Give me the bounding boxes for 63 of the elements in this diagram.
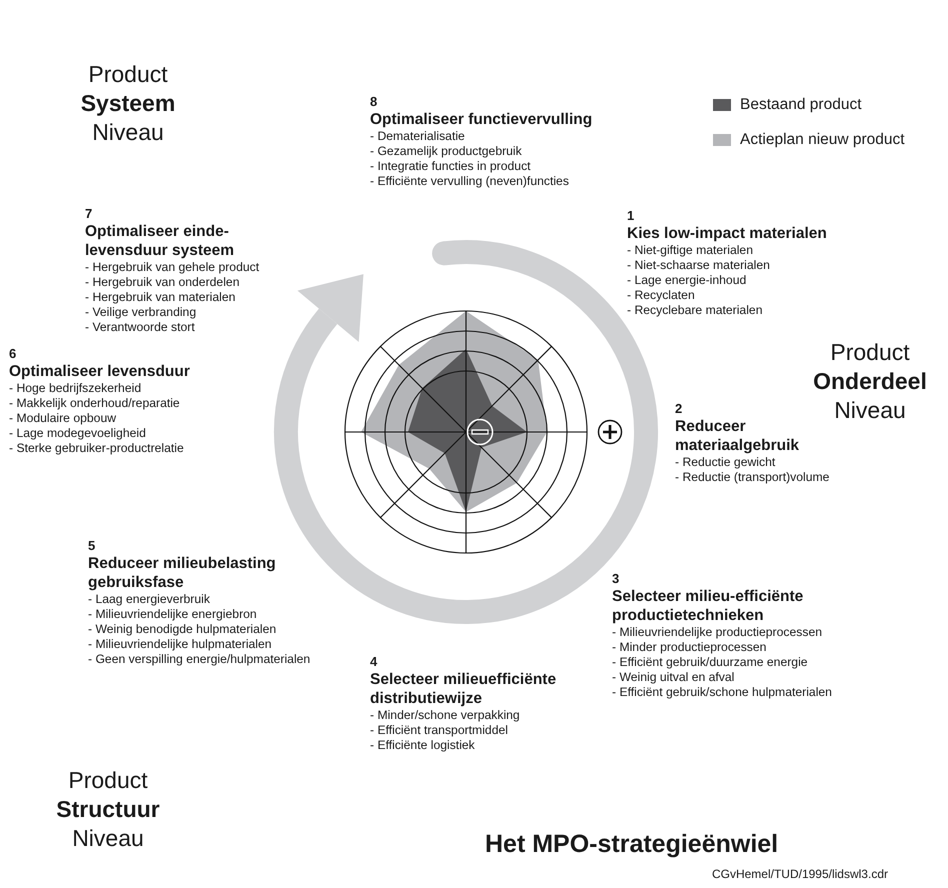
bullet-item: - Niet-schaarse materialen bbox=[627, 258, 770, 273]
bullet-item: - Recyclebare materialen bbox=[627, 303, 762, 318]
bullet-item: - Verantwoorde stort bbox=[85, 320, 195, 335]
bullet-item: - Reductie (transport)volume bbox=[675, 470, 830, 485]
bullet-item: - Milieuvriendelijke hulpmaterialen bbox=[88, 637, 272, 652]
bullet-item: - Integratie functies in product bbox=[370, 159, 531, 174]
bullet-item: - Hoge bedrijfszekerheid bbox=[9, 381, 142, 396]
level-label: Niveau bbox=[834, 396, 906, 425]
bullet-item: - Milieuvriendelijke productieprocessen bbox=[612, 625, 822, 640]
level-label: Niveau bbox=[72, 824, 144, 853]
legend-label: Bestaand product bbox=[740, 96, 862, 114]
strategy-heading: Selecteer milieu-efficiënte productietechnieken bbox=[612, 587, 804, 625]
bullet-item: - Weinig uitval en afval bbox=[612, 670, 734, 685]
level-label: Niveau bbox=[92, 118, 164, 147]
bullet-item: - Hergebruik van gehele product bbox=[85, 260, 260, 275]
bullet-item: - Hergebruik van materialen bbox=[85, 290, 236, 305]
bullet-item: - Recyclaten bbox=[627, 288, 695, 303]
level-label: Product bbox=[830, 338, 910, 367]
strategy-heading: Kies low-impact materialen bbox=[627, 224, 827, 243]
level-label: Structuur bbox=[56, 795, 160, 824]
bullet-item: - Lage modegevoeligheid bbox=[9, 426, 146, 441]
bullet-item: - Milieuvriendelijke energiebron bbox=[88, 607, 257, 622]
bullet-item: - Sterke gebruiker-productrelatie bbox=[9, 441, 184, 456]
file-reference: CGvHemel/TUD/1995/lidswl3.cdr bbox=[712, 867, 888, 881]
level-label: Onderdeel bbox=[813, 367, 927, 396]
bullet-item: - Weinig benodigde hulpmaterialen bbox=[88, 622, 276, 637]
strategy-heading: Optimaliseer levensduur bbox=[9, 362, 190, 381]
bullet-item: - Lage energie-inhoud bbox=[627, 273, 746, 288]
strategy-heading: Optimaliseer einde-levensduur systeem bbox=[85, 222, 236, 260]
strategy-number: 2 bbox=[675, 400, 682, 417]
strategy-number: 6 bbox=[9, 345, 16, 362]
bullet-item: - Laag energieverbruik bbox=[88, 592, 210, 607]
level-label: Systeem bbox=[80, 89, 176, 118]
level-label: Product bbox=[68, 766, 148, 795]
bullet-item: - Reductie gewicht bbox=[675, 455, 776, 470]
bullet-item: - Minder/schone verpakking bbox=[370, 708, 520, 723]
bullet-item: - Hergebruik van onderdelen bbox=[85, 275, 240, 290]
bullet-item: - Modulaire opbouw bbox=[9, 411, 116, 426]
bullet-item: - Geen verspilling energie/hulpmaterialen bbox=[88, 652, 310, 667]
bullet-item: - Minder productieprocessen bbox=[612, 640, 766, 655]
bullet-item: - Efficiënte logistiek bbox=[370, 738, 475, 753]
strategy-number: 1 bbox=[627, 207, 634, 224]
strategy-number: 3 bbox=[612, 570, 620, 587]
bullet-item: - Gezamelijk productgebruik bbox=[370, 144, 522, 159]
strategy-heading: Reduceer milieubelasting gebruiksfase bbox=[88, 554, 277, 592]
bullet-item: - Efficiënte vervulling (neven)functies bbox=[370, 174, 569, 189]
bullet-item: - Veilige verbranding bbox=[85, 305, 196, 320]
strategy-number: 5 bbox=[88, 537, 96, 554]
title: Het MPO-strategieënwiel bbox=[485, 830, 778, 859]
bullet-item: - Dematerialisatie bbox=[370, 129, 465, 144]
strategy-number: 4 bbox=[370, 653, 378, 670]
bullet-item: - Niet-giftige materialen bbox=[627, 243, 753, 258]
bullet-item: - Makkelijk onderhoud/reparatie bbox=[9, 396, 180, 411]
strategy-heading: Selecteer milieuefficiënte distributiewijze bbox=[370, 670, 558, 708]
strategy-heading: Optimaliseer functievervulling bbox=[370, 110, 592, 129]
bullet-item: - Efficiënt gebruik/duurzame energie bbox=[612, 655, 808, 670]
bullet-item: - Efficiënt gebruik/schone hulpmaterialen bbox=[612, 685, 832, 700]
bullet-item: - Efficiënt transportmiddel bbox=[370, 723, 508, 738]
legend-label: Actieplan nieuw product bbox=[740, 131, 905, 149]
strategy-number: 8 bbox=[370, 93, 378, 110]
strategy-number: 7 bbox=[85, 205, 92, 222]
strategy-heading: Reduceer materiaalgebruik bbox=[675, 417, 800, 455]
level-label: Product bbox=[88, 60, 168, 89]
